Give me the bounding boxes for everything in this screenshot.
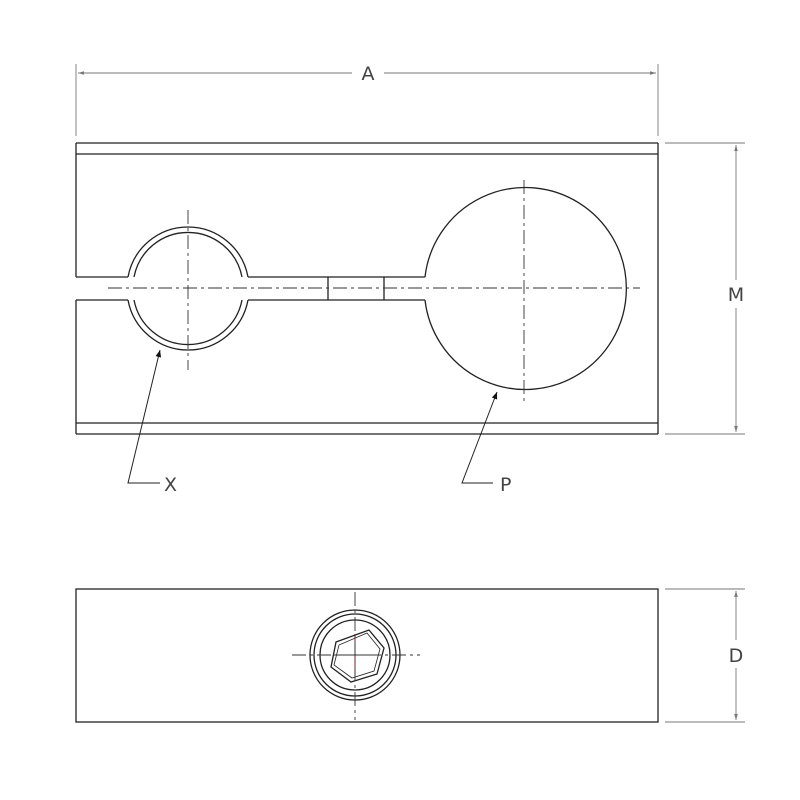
dimension-m: M bbox=[665, 142, 745, 435]
clamp-top-view bbox=[75, 142, 659, 435]
callout-p-label: P bbox=[500, 474, 511, 496]
large-bore bbox=[424, 180, 627, 405]
callout-x-label: X bbox=[164, 474, 177, 496]
dimension-d: D bbox=[665, 588, 745, 723]
callout-x: X bbox=[127, 349, 177, 496]
callout-p: P bbox=[461, 391, 511, 496]
dimension-a-label: A bbox=[362, 63, 375, 85]
small-bore bbox=[127, 210, 249, 370]
dimension-d-label: D bbox=[729, 645, 744, 667]
clamp-side-view bbox=[75, 588, 659, 723]
dimension-m-label: M bbox=[728, 284, 744, 306]
clamp-screw bbox=[292, 592, 420, 720]
dimension-a: A bbox=[75, 63, 659, 136]
